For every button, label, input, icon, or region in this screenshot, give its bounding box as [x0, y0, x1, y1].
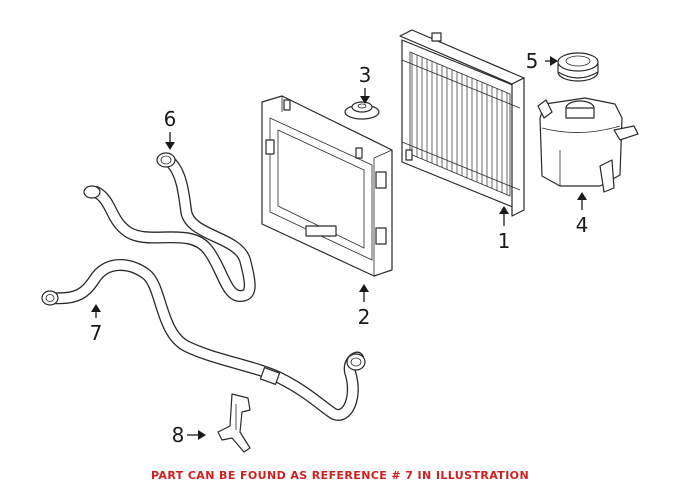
callout-1: 1	[498, 229, 511, 253]
leader-2	[359, 284, 369, 302]
radiator-frame	[261, 95, 393, 277]
leader-6	[165, 132, 175, 150]
rubber-grommet	[344, 101, 380, 120]
expansion-tank	[537, 97, 639, 193]
leader-8	[187, 430, 206, 440]
callout-5: 5	[526, 49, 539, 73]
callout-6: 6	[164, 107, 177, 131]
callout-4: 4	[576, 213, 589, 237]
callout-7: 7	[90, 321, 103, 345]
callout-8: 8	[172, 423, 185, 447]
lower-hose	[41, 258, 366, 421]
callout-3: 3	[359, 63, 372, 87]
reference-note: PART CAN BE FOUND AS REFERENCE # 7 IN IL…	[150, 469, 530, 482]
radiator-core	[399, 29, 525, 217]
leader-7	[91, 304, 101, 318]
leader-4	[577, 192, 587, 210]
callout-2: 2	[358, 305, 371, 329]
upper-hose	[83, 152, 256, 303]
leader-5	[545, 56, 558, 66]
hose-bracket	[217, 393, 251, 453]
leader-3	[360, 88, 370, 104]
tank-cap	[557, 52, 599, 82]
leader-1	[499, 206, 509, 226]
